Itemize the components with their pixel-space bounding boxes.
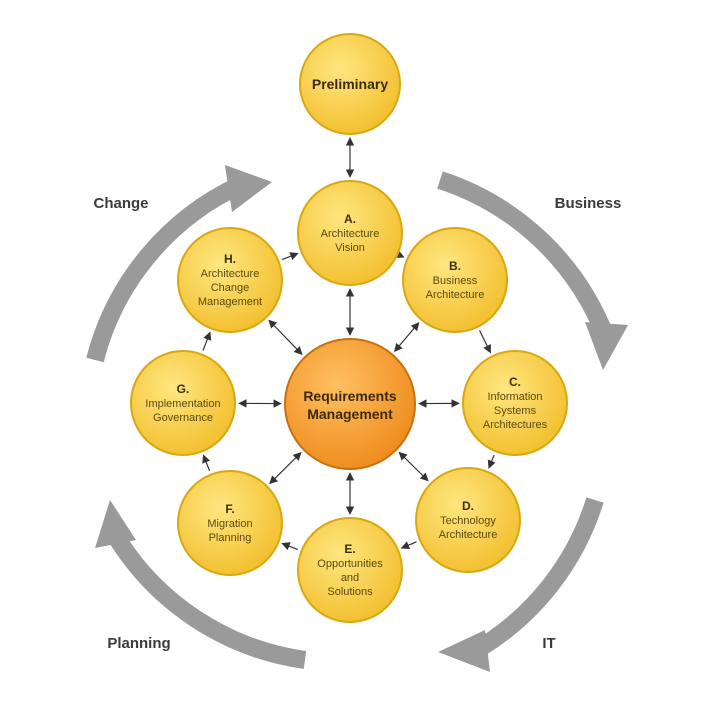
preliminary-label: Preliminary [312,76,388,92]
phase-label-line: Governance [153,412,213,424]
connector-phase-cycle [202,331,212,351]
phase-label-line: Architectures [483,419,548,431]
cycle-arrow-business [437,171,614,339]
phase-circle [297,517,403,623]
cycle-label-business: Business [555,195,622,212]
phase-letter: D. [462,499,474,513]
node-preliminary: Preliminary [299,33,401,135]
phase-letter: C. [509,375,521,389]
cycle-label-planning: Planning [107,635,170,652]
connector-phase-cycle [479,330,491,354]
connector-center-phase [268,319,303,356]
phase-label-line: Systems [494,405,537,417]
cycle-arrows [86,165,628,672]
phase-label-line: Architecture [321,228,380,240]
phase-label-line: Implementation [145,398,220,410]
connector-phase-cycle [400,541,417,550]
connector-center-phase [269,451,302,485]
phase-label-line: Migration [207,518,252,530]
connector-center-phase [398,451,429,482]
phase-nodes: A.ArchitectureVisionB.BusinessArchitectu… [130,180,568,623]
phase-circle [297,180,403,286]
phase-label-line: Technology [440,515,496,527]
phase-circle [462,350,568,456]
connector-phase-cycle [281,252,299,261]
phase-label-line: Vision [335,242,365,254]
phase-letter: B. [449,259,461,273]
connector-phase-cycle [281,542,299,551]
node-requirements-management: Requirements Management [284,338,416,470]
phase-letter: A. [344,212,356,226]
cycle-arrow-planning [107,530,307,669]
phase-label-line: Solutions [327,586,373,598]
phase-label-line: Information [487,391,542,403]
phase-circle [177,227,283,333]
phase-circle [415,467,521,573]
phase-circle [130,350,236,456]
cycle-arrow-business-head [585,322,628,370]
phase-label-line: Change [211,282,250,294]
phase-label-line: Business [433,275,478,287]
cycle-arrow-it-head [438,630,490,672]
phase-label-line: Management [198,296,262,308]
phase-letter: F. [225,502,234,516]
connector-center-phase [394,322,420,352]
phase-label-line: Opportunities [317,558,383,570]
center-label-line2: Management [307,406,393,422]
connector-phase-cycle [395,250,405,258]
phase-letter: H. [224,252,236,266]
phase-circle [177,470,283,576]
phase-letter: E. [344,542,355,556]
cycle-arrow-change-head [225,165,272,212]
cycle-label-it: IT [542,635,555,652]
phase-letter: G. [177,382,190,396]
center-label-line1: Requirements [303,388,397,404]
phase-label-line: Planning [209,532,252,544]
cycle-arrow-planning-head [95,500,136,548]
phase-label-line: Architecture [201,268,260,280]
phase-label-line: and [341,572,359,584]
phase-circle [402,227,508,333]
cycle-label-change: Change [93,195,148,212]
connectors [202,137,496,551]
connector-phase-cycle [487,454,496,469]
cycle-arrow-it [475,497,604,656]
cycle-arrow-change [86,176,244,363]
phase-label-line: Architecture [439,529,498,541]
phase-label-line: Architecture [426,289,485,301]
connector-phase-cycle [202,454,211,472]
